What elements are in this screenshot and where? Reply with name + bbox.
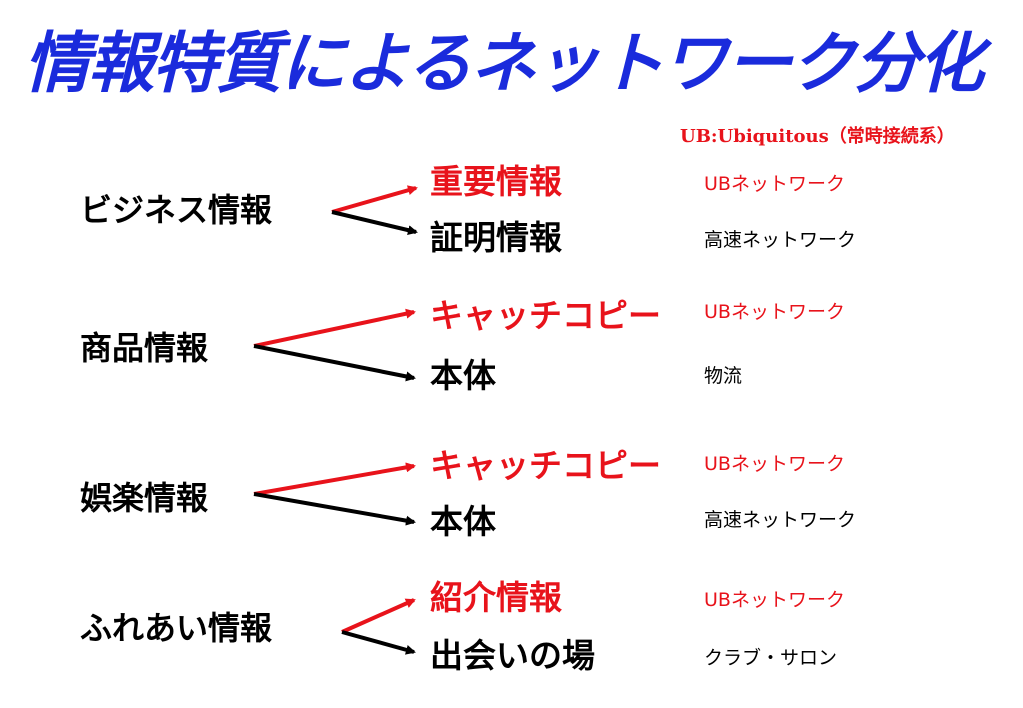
branch-arrow <box>253 344 416 382</box>
network-label: UBネットワーク <box>704 589 845 611</box>
source-contact-info: ふれあい情報 <box>80 609 273 647</box>
branch-arrow <box>331 210 418 236</box>
network-label: 物流 <box>704 365 743 387</box>
network-label: UBネットワーク <box>704 301 845 323</box>
source-business-info: ビジネス情報 <box>80 191 273 229</box>
branch-arrow <box>253 492 416 526</box>
target-introduction-info: 紹介情報 <box>430 578 562 617</box>
network-label: クラブ・サロン <box>704 647 838 669</box>
source-product-info: 商品情報 <box>80 329 209 367</box>
target-main-body: 本体 <box>430 356 496 395</box>
target-catch-copy: キャッチコピー <box>430 446 661 485</box>
legend-note: UB:Ubiquitous（常時接続系） <box>680 126 955 147</box>
target-main-body: 本体 <box>430 502 496 541</box>
page-title: 情報特質によるネットワーク分化 <box>24 25 984 102</box>
network-label: UBネットワーク <box>704 173 845 195</box>
target-certificate-info: 証明情報 <box>430 218 562 257</box>
network-label: UBネットワーク <box>704 453 845 475</box>
network-label: 高速ネットワーク <box>704 509 857 531</box>
branch-arrow <box>341 598 416 634</box>
source-entertainment-info: 娯楽情報 <box>80 479 209 517</box>
target-catch-copy: キャッチコピー <box>430 296 661 335</box>
target-important-info: 重要情報 <box>430 162 562 201</box>
target-meeting-place: 出会いの場 <box>430 636 595 675</box>
network-label: 高速ネットワーク <box>704 229 857 251</box>
branch-arrow <box>253 462 416 496</box>
branch-arrow <box>341 630 416 655</box>
branch-arrow <box>331 185 418 214</box>
branch-arrow <box>253 308 416 348</box>
